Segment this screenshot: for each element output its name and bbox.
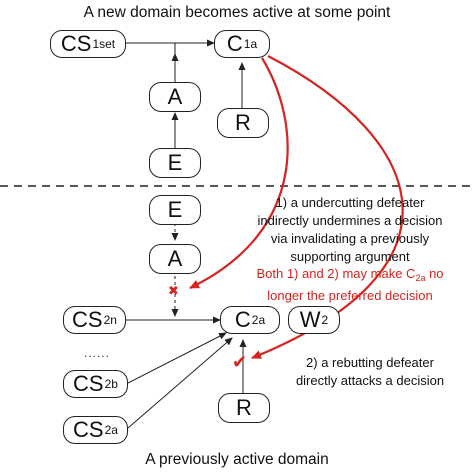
- rebutting-note-line-1: 2) a rebutting defeater: [306, 355, 434, 370]
- w2-label: W: [299, 307, 321, 332]
- top-domain-title: A new domain becomes active at some poin…: [83, 4, 391, 21]
- ellipsis: ......: [84, 346, 111, 360]
- a-top-label: A: [167, 84, 183, 109]
- check-mark-icon: ✔: [232, 352, 248, 372]
- edge-cs2a-to-c2a: [127, 337, 233, 429]
- w2-sub: 2: [321, 313, 329, 327]
- cs2b-sub: 2b: [104, 377, 118, 391]
- cs2a-label: CS: [73, 417, 104, 442]
- both-note-line-1-pre: Both 1) and 2) may make C: [256, 266, 416, 281]
- e-bot-label: E: [167, 197, 183, 222]
- cs2n-label: CS: [72, 307, 103, 332]
- a-node-top: A: [149, 82, 201, 112]
- cross-mark-icon: ✖: [168, 283, 179, 298]
- undercutting-note-line-3: via invalidating a previously: [270, 231, 430, 246]
- a-node-bottom: A: [149, 244, 201, 274]
- both-note-line-1-post: no: [425, 266, 444, 281]
- cs2b-label: CS: [73, 371, 104, 396]
- both-note-line-2: longer the preferred decision: [267, 288, 433, 303]
- undercutting-defeater-arrow: [189, 57, 289, 289]
- both-note-line-1: Both 1) and 2) may make C2a no: [225, 265, 474, 287]
- c1a-sub: 1a: [243, 37, 258, 51]
- a-bot-label: A: [167, 246, 183, 271]
- undercutting-note: 1) a undercutting defeater indirectly un…: [230, 194, 470, 266]
- cs1set-label: CS: [60, 31, 92, 56]
- r-node-top: R: [217, 108, 269, 138]
- both-defeaters-note: Both 1) and 2) may make C2a no longer th…: [225, 265, 474, 305]
- rebutting-note: 2) a rebutting defeater directly attacks…: [270, 354, 470, 390]
- cs1set-sub: 1set: [92, 37, 116, 51]
- rebutting-note-line-2: directly attacks a decision: [295, 373, 445, 388]
- cs2n-sub: 2n: [103, 313, 117, 327]
- cs2a-sub: 2a: [104, 423, 118, 437]
- c2a-label: C: [234, 307, 251, 332]
- c1a-label: C: [226, 31, 243, 56]
- undercutting-note-line-1: 1) a undercutting defeater: [275, 195, 425, 210]
- e-node-top: E: [149, 148, 201, 178]
- r-top-label: R: [235, 110, 251, 135]
- undercutting-note-line-4: supporting argument: [290, 249, 410, 264]
- c2a-sub: 2a: [251, 313, 266, 327]
- e-top-label: E: [167, 150, 183, 175]
- e-node-bottom: E: [149, 195, 201, 225]
- edge-cs2b-to-c2a: [127, 332, 227, 384]
- both-note-line-1-sub: 2a: [415, 273, 426, 283]
- undercutting-note-line-2: indirectly undermines a decision: [257, 213, 443, 228]
- r-node-bottom: R: [218, 393, 270, 423]
- r-bot-label: R: [236, 395, 252, 420]
- bottom-domain-title: A previously active domain: [145, 451, 329, 468]
